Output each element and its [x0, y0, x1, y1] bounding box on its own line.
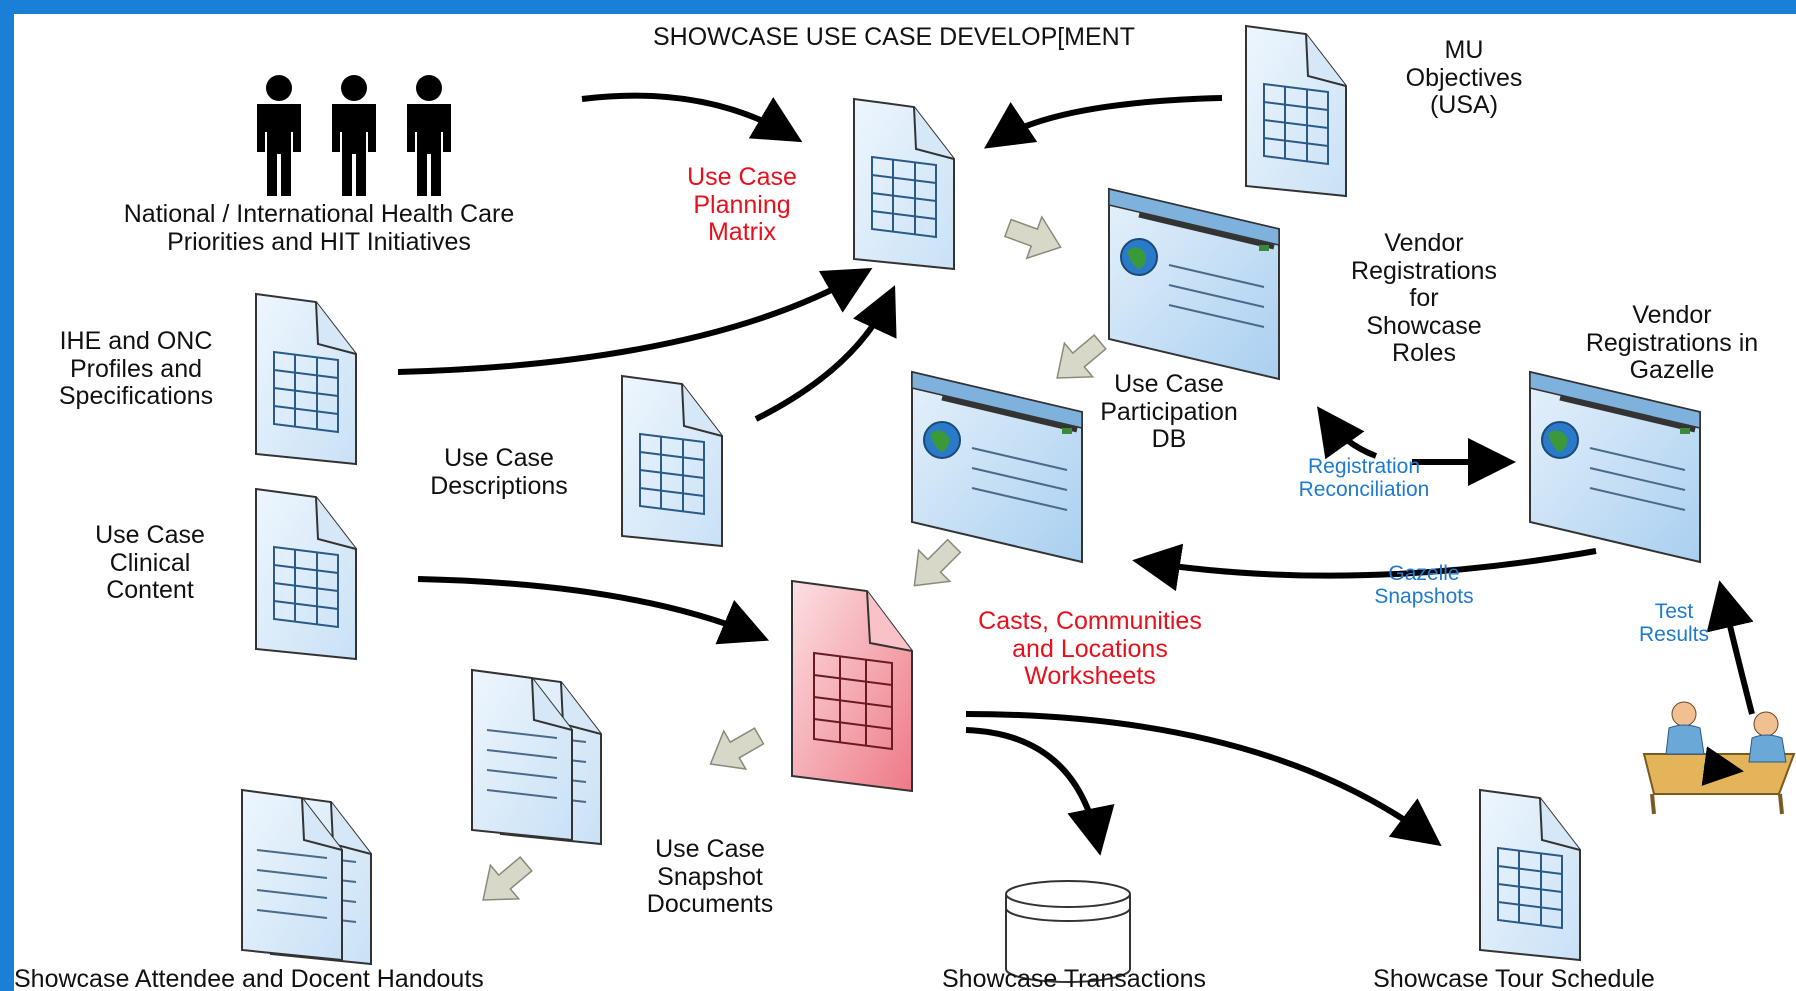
vendor-registrations-gazelle-icon [1530, 372, 1700, 562]
database-icon [1005, 880, 1131, 983]
label-national-priorities: National / International Health Care Pri… [123, 200, 515, 256]
people-icon [257, 75, 451, 196]
label-vendor-registrations-gazelle: Vendor Registrations in Gazelle [1585, 301, 1759, 384]
diagram-graphic [241, 25, 1796, 983]
label-ihe-onc: IHE and ONC Profiles and Specifications [58, 327, 214, 410]
label-snapshot-documents: Use Case Snapshot Documents [646, 835, 774, 918]
label-mu-objectives: MU Objectives (USA) [1405, 36, 1523, 119]
label-handouts: Showcase Attendee and Docent Handouts [14, 965, 484, 991]
use-case-descriptions-icon [621, 375, 723, 547]
meeting-icon [1642, 701, 1796, 815]
label-tour-schedule: Showcase Tour Schedule [1373, 965, 1655, 991]
label-showcase-transactions: Showcase Transactions [941, 965, 1207, 991]
diagram-title: SHOWCASE USE CASE DEVELOP[MENT [652, 23, 1136, 51]
label-use-case-descriptions: Use Case Descriptions [430, 444, 568, 500]
tour-schedule-icon [1479, 789, 1581, 961]
label-clinical-content: Use Case Clinical Content [95, 521, 205, 604]
handouts-icon [241, 789, 372, 965]
label-test-results: Test Results [1638, 600, 1710, 647]
label-participation-db: Use Case Participation DB [1100, 370, 1238, 453]
flow-arrows [397, 92, 1755, 856]
label-vendor-registrations-showcase: Vendor Registrations for Showcase Roles [1351, 229, 1497, 367]
diagram-canvas: SHOWCASE USE CASE DEVELOP[MENT National … [14, 14, 1796, 991]
ihe-onc-specifications-icon [255, 293, 357, 465]
label-planning-matrix: Use Case Planning Matrix [687, 163, 797, 246]
vendor-registrations-showcase-icon [1109, 189, 1279, 379]
worksheets-icon [791, 580, 913, 792]
clinical-content-icon [255, 488, 357, 660]
label-registration-reconciliation: Registration Reconciliation [1298, 455, 1430, 502]
label-gazelle-snapshots: Gazelle Snapshots [1374, 562, 1474, 609]
snapshot-documents-icon [471, 669, 602, 845]
planning-matrix-icon [853, 98, 955, 270]
participation-db-icon [912, 372, 1082, 562]
mu-objectives-icon [1245, 25, 1347, 197]
label-worksheets: Casts, Communities and Locations Workshe… [978, 607, 1202, 690]
